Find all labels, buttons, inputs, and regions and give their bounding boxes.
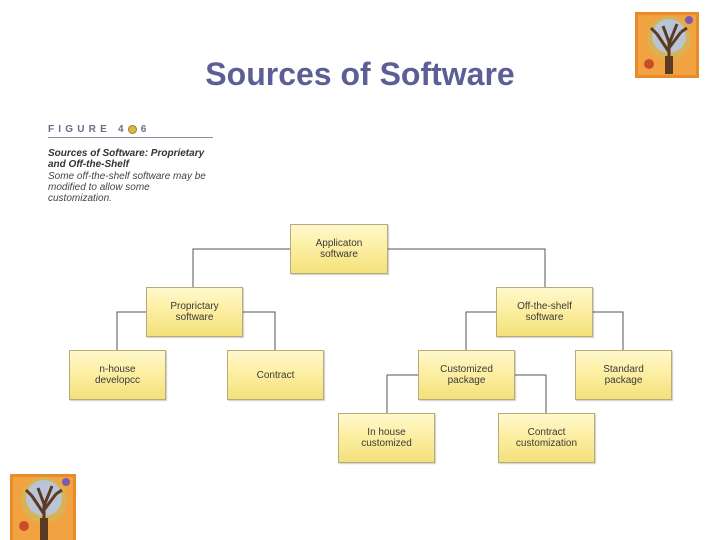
- figure-caption: FIGURE 4 6 Sources of Software: Propriet…: [48, 122, 218, 204]
- node-in-house-customized: In house customized: [338, 413, 435, 463]
- connector-offshelf-standard: [593, 311, 624, 350]
- caption-title: Sources of Software: Proprietary and Off…: [48, 148, 205, 170]
- node-application-software: Applicaton software: [290, 224, 388, 274]
- connector-proprietary-contract: [243, 311, 276, 350]
- tree-logo-icon: [635, 12, 699, 78]
- caption-body: Some off-the-shelf software may be modif…: [48, 171, 206, 204]
- node-contract: Contract: [227, 350, 324, 400]
- connector-customized-inhouse: [386, 374, 418, 413]
- caption-divider: [48, 137, 213, 138]
- node-in-house-developed: n-house developcc: [69, 350, 166, 400]
- tree-logo-icon: [10, 474, 76, 540]
- connector-offshelf-customized: [465, 311, 496, 350]
- figure-number: 6: [140, 123, 147, 135]
- connector-root-proprietary: [192, 248, 290, 287]
- node-customized-package: Customized package: [418, 350, 515, 400]
- node-contract-customization: Contract customization: [498, 413, 595, 463]
- node-standard-package: Standard package: [575, 350, 672, 400]
- node-off-the-shelf-software: Off-the-shelf software: [496, 287, 593, 337]
- slide-title: Sources of Software: [205, 56, 515, 92]
- node-proprietary-software: Proprictary software: [146, 287, 243, 337]
- figure-bullet-icon: [127, 124, 137, 134]
- connector-customized-contract: [515, 374, 547, 413]
- connector-root-offshelf: [388, 248, 546, 287]
- figure-label-row: FIGURE 4 6: [48, 122, 218, 136]
- figure-label: FIGURE 4: [48, 123, 128, 135]
- connector-proprietary-inhouse: [116, 311, 146, 350]
